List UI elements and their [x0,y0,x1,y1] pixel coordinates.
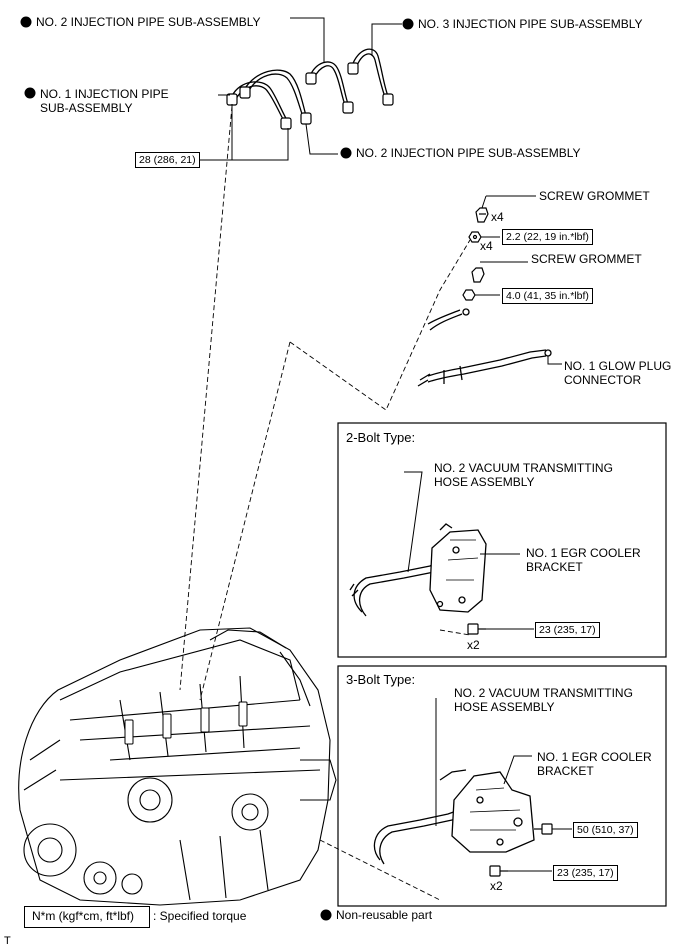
no2-injection-pipe-a [243,69,307,118]
label-no1-injection-pipe-line1: NO. 1 INJECTION PIPE [40,87,169,101]
screw-grommet-upper [475,207,489,223]
three-bolt-hose-label-line1: NO. 2 VACUUM TRANSMITTING [454,686,633,700]
pipe-leader-lines [196,17,402,161]
two-bolt-vacuum-hose [349,555,451,617]
no2-injection-pipe-b [309,61,349,106]
torque-three-bolt-upper: 50 (510, 37) [573,822,638,838]
two-bolt-bolt [467,623,486,635]
torque-three-bolt-lower: 23 (235, 17) [553,865,618,881]
legend-nonreusable: Non-reusable part [336,908,433,922]
qty-grommet: x4 [491,210,504,224]
three-bolt-type-title: 3-Bolt Type: [346,672,416,687]
two-bolt-hose-leader [404,471,423,573]
torque-two-bolt: 23 (235, 17) [535,622,600,638]
two-bolt-hose-label-line2: HOSE ASSEMBLY [434,475,535,489]
non-reusable-markers [20,16,414,921]
label-no2-injection-pipe-mid: NO. 2 INJECTION PIPE SUB-ASSEMBLY [356,146,581,160]
label-no1-injection-pipe-line2: SUB-ASSEMBLY [40,101,133,115]
three-bolt-type-frame [337,665,667,907]
qty-two-bolt: x2 [467,638,480,652]
corner-mark: T [4,935,11,947]
qty-three-bolt: x2 [490,879,503,893]
label-glow-plug-line2: CONNECTOR [564,373,642,387]
nut-upper [468,231,482,243]
two-bolt-bracket-label-line1: NO. 1 EGR COOLER [526,546,641,560]
label-screw-grommet-upper: SCREW GROMMET [539,189,650,203]
two-bolt-egr-bracket [429,523,487,613]
dashed-leader-lines [179,105,471,901]
no3-injection-pipe [351,48,389,98]
three-bolt-bracket-label-line2: BRACKET [537,764,594,778]
torque-glow-nut: 4.0 (41, 35 in.*lbf) [502,288,593,304]
label-glow-plug-line1: NO. 1 GLOW PLUG [564,359,672,373]
three-bolt-bolt-upper [534,823,553,835]
injection-pipe-union-nuts [226,62,394,130]
torque-injection-pipe: 28 (286, 21) [135,152,200,168]
glow-plug-connector [417,308,552,387]
engine-assembly-illustration [18,627,337,906]
three-bolt-hose-label-line2: HOSE ASSEMBLY [454,700,555,714]
glow-leader [547,356,562,365]
two-bolt-hose-label-line1: NO. 2 VACUUM TRANSMITTING [434,461,613,475]
screw-grommet-lower [471,267,485,283]
qty-nut: x4 [480,239,493,253]
legend-torque-unit: N*m (kgf*cm, ft*lbf) [32,909,135,923]
legend-torque-box [24,906,150,928]
legend-torque-desc: : Specified torque [153,909,247,923]
label-screw-grommet-lower: SCREW GROMMET [531,252,642,266]
torque-grommet-nut: 2.2 (22, 19 in.*lbf) [502,229,593,245]
two-bolt-type-frame [337,422,667,658]
engine-injectors [124,701,248,745]
two-bolt-type-title: 2-Bolt Type: [346,430,416,445]
label-no2-injection-pipe-top: NO. 2 INJECTION PIPE SUB-ASSEMBLY [36,15,261,29]
three-bolt-vacuum-hose [373,769,473,865]
three-bolt-bolt-lower [489,865,508,877]
three-bolt-bracket-label-line1: NO. 1 EGR COOLER [537,750,652,764]
three-bolt-egr-bracket [451,771,535,853]
two-bolt-bracket-label-line2: BRACKET [526,560,583,574]
nut-lower [462,289,476,301]
label-no3-injection-pipe: NO. 3 INJECTION PIPE SUB-ASSEMBLY [418,17,643,31]
